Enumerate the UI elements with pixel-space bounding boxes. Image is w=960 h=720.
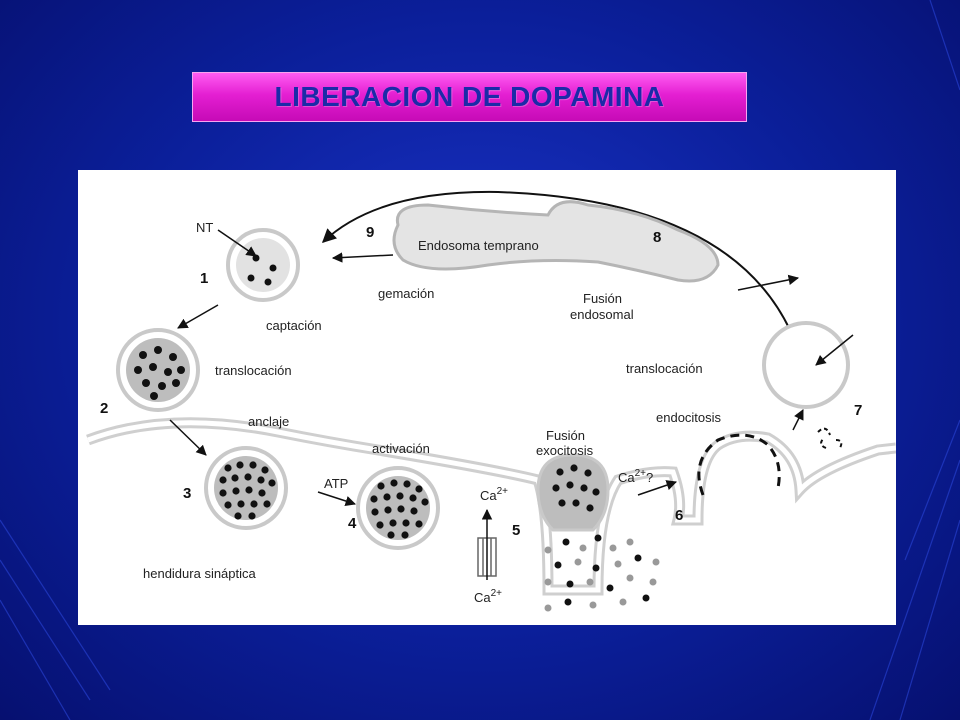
step-8: 8 (653, 229, 661, 246)
step-9: 9 (366, 224, 374, 241)
fusion-endo-label-1: Fusión (583, 291, 622, 306)
vesicle-4-nt (370, 479, 429, 539)
vesicle-2-nt (134, 346, 185, 400)
atp-label: ATP (324, 476, 348, 491)
vesicle-3-nt (219, 461, 276, 520)
ca-label-upper: Ca2+ (480, 486, 508, 503)
fusion-endo-label-2: endosomal (570, 307, 634, 322)
released-dopamine (544, 534, 660, 612)
fusion-exo-label-1: Fusión (546, 428, 585, 443)
activacion-label: activación (372, 441, 430, 456)
captacion-label: captación (266, 318, 322, 333)
anclaje-label: anclaje (248, 414, 289, 429)
vesicle-6-endocytosis (697, 433, 781, 496)
step-1: 1 (200, 270, 208, 287)
vesicle-5-nt (552, 464, 600, 512)
ca-label-right: Ca2+? (618, 468, 653, 485)
fusion-exo-label-2: exocitosis (536, 443, 594, 458)
membrane-fragments (817, 427, 843, 449)
nt-label: NT (196, 220, 213, 235)
step-6: 6 (675, 507, 683, 524)
slide-title: LIBERACION DE DOPAMINA (274, 81, 665, 112)
step-7: 7 (854, 402, 862, 419)
hendidura-label: hendidura sináptica (143, 566, 257, 581)
diagram-canvas: Endosoma temprano NT (86, 190, 896, 612)
step-3: 3 (183, 485, 191, 502)
ca-label-lower: Ca2+ (474, 588, 502, 605)
translocacion-right-label: translocación (626, 361, 703, 376)
step-4: 4 (348, 515, 357, 532)
endocitosis-label: endocitosis (656, 410, 722, 425)
dopamine-release-diagram: Endosoma temprano NT (78, 170, 896, 625)
vesicle-7 (762, 321, 850, 409)
early-endosome (392, 200, 720, 283)
recycle-arrow (321, 190, 791, 331)
membrane-inner (87, 420, 896, 593)
translocacion-left-label: translocación (215, 363, 292, 378)
gemacion-label: gemación (378, 286, 434, 301)
step-5: 5 (512, 522, 520, 539)
endosoma-label: Endosoma temprano (418, 238, 539, 253)
step-2: 2 (100, 400, 108, 417)
title-banner: LIBERACION DE DOPAMINA (192, 72, 747, 122)
